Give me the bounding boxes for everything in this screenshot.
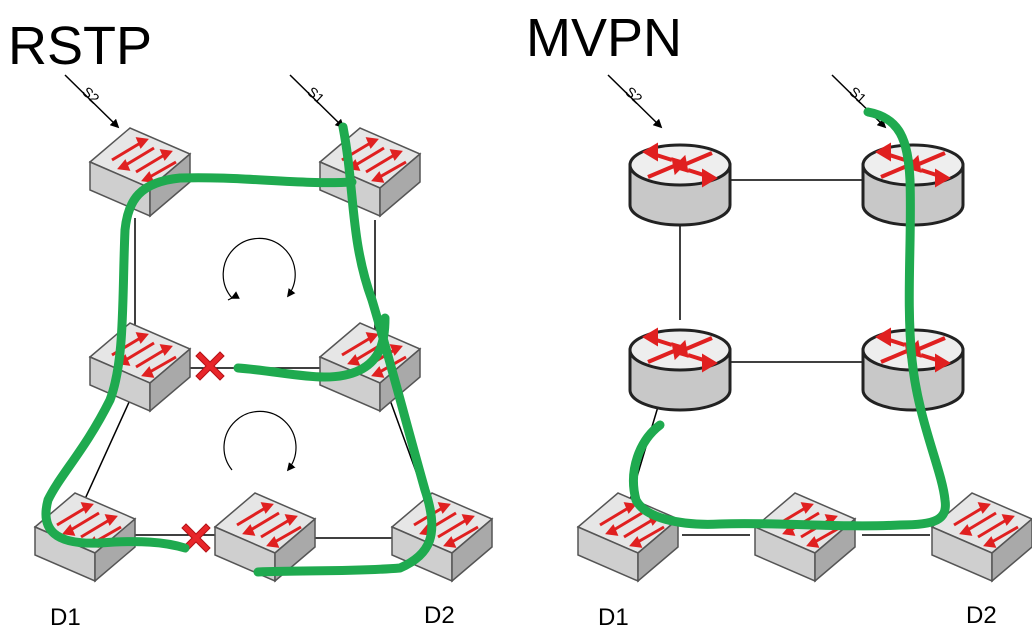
mvpn-title: MVPN [526,8,682,68]
blocked-port-x-icon [195,351,225,381]
mvpn-destination-d2: D2 [966,602,997,629]
router-icon [628,143,732,227]
svg-text:S1: S1 [304,83,328,106]
mvpn-source-s1: S1 [831,74,887,129]
svg-text:S1: S1 [846,83,870,106]
loop-arrows-icon [222,237,297,472]
mvpn-source-s2: S2 [607,74,663,129]
rstp-title: RSTP [8,16,152,76]
svg-text:S2: S2 [622,83,646,106]
router-icon [628,328,732,412]
switch-icon [576,491,680,583]
mvpn-multicast-path [629,107,950,531]
mvpn-diagram: MVPN S2 S1 D1 D2 [526,8,1032,631]
svg-text:S2: S2 [79,83,103,106]
rstp-diagram: RSTP S2 [8,16,494,631]
rstp-source-s2: S2 [64,74,120,129]
mvpn-destination-d1: D1 [598,604,629,631]
rstp-destination-d1: D1 [50,604,81,631]
rstp-destination-d2: D2 [424,602,455,629]
rstp-source-s1: S1 [289,74,345,129]
switch-icon [753,491,857,583]
switch-icon [88,321,192,413]
rstp-multicast-path [41,122,437,577]
switch-icon [318,126,422,218]
switch-icon [88,126,192,218]
